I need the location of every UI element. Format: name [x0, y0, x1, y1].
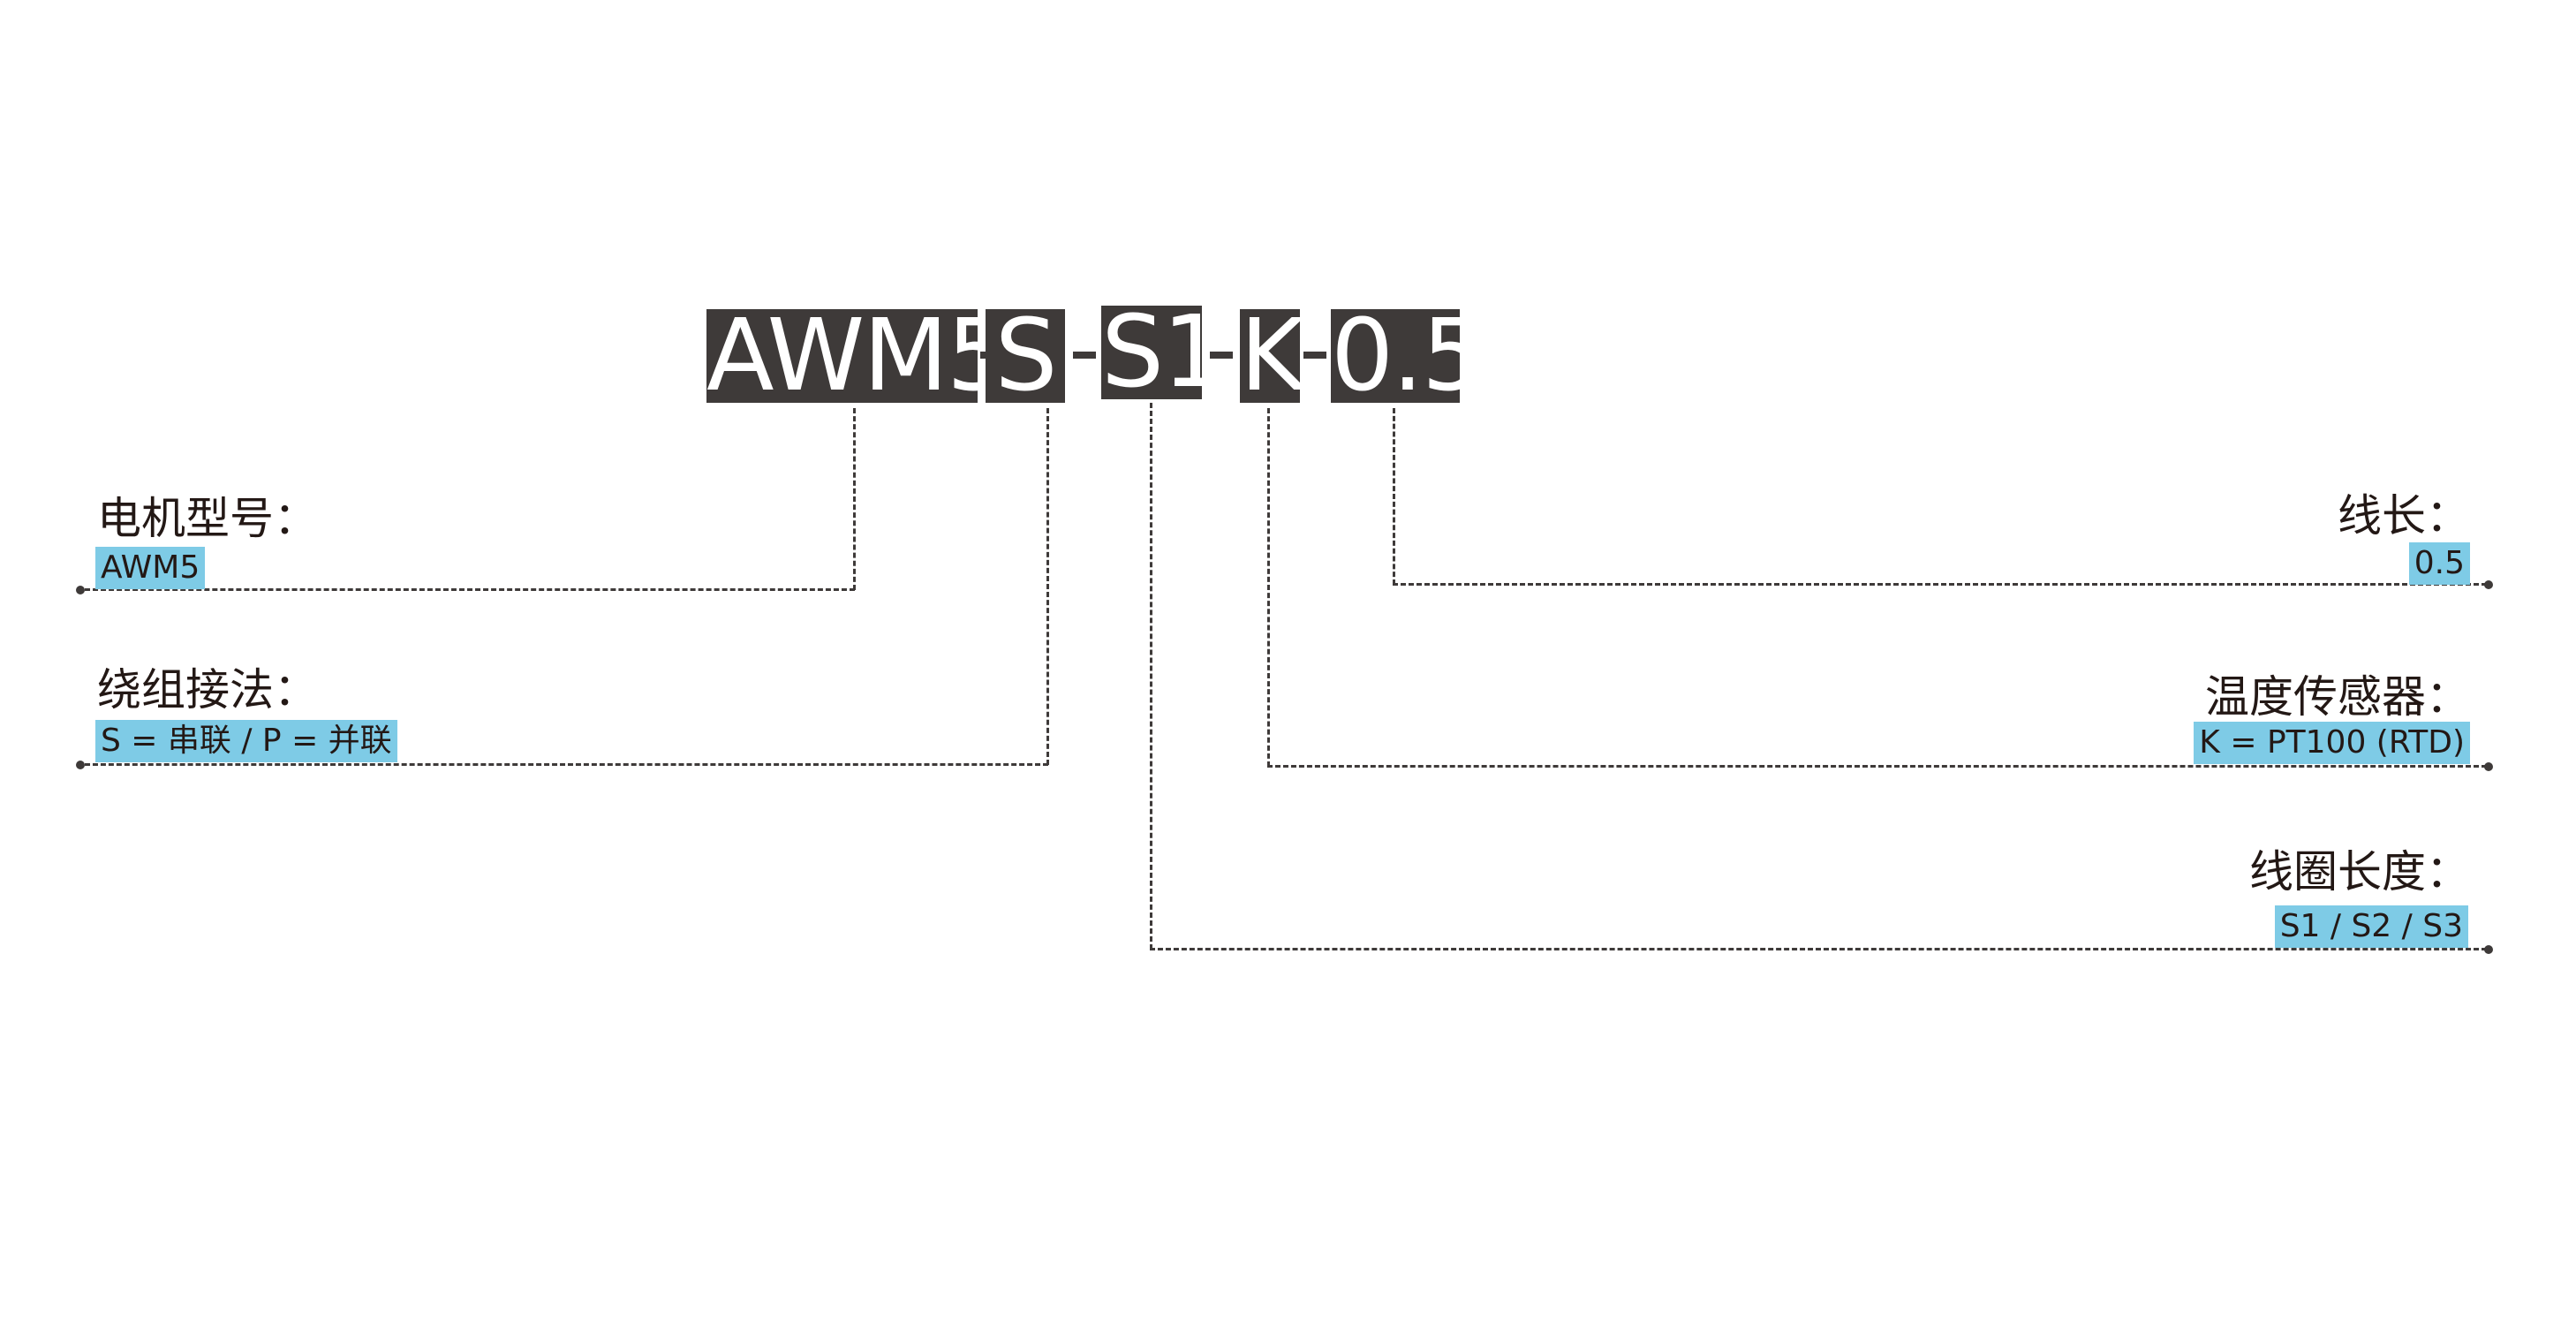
- leader-line-cable-h: [1393, 583, 2487, 586]
- value-coil-length: S1 / S2 / S3: [2274, 905, 2468, 948]
- endpoint-dot: [76, 586, 85, 594]
- leader-line-winding: [1046, 408, 1049, 765]
- endpoint-dot: [76, 761, 85, 769]
- endpoint-dot: [2484, 762, 2493, 771]
- code-segment-cable: 0.5: [1331, 299, 1484, 413]
- leader-line-winding-h: [85, 763, 1048, 766]
- value-winding: S = 串联 / P = 并联: [95, 720, 397, 762]
- label-motor-model: 电机型号：: [97, 493, 318, 544]
- label-temp-sensor: 温度传感器：: [2205, 671, 2470, 723]
- leader-line-sensor-h: [1267, 765, 2487, 768]
- code-segment-coil: S1: [1101, 295, 1225, 410]
- code-separator: [1303, 352, 1326, 359]
- endpoint-dot: [2484, 945, 2493, 954]
- leader-line-cable: [1393, 408, 1395, 585]
- leader-line-sensor: [1267, 408, 1270, 767]
- label-winding: 绕组接法：: [97, 664, 318, 716]
- leader-line-model: [853, 408, 856, 590]
- leader-line-coil: [1150, 403, 1152, 950]
- value-cable-length: 0.5: [2408, 542, 2470, 585]
- value-motor-model: AWM5: [95, 547, 206, 589]
- label-coil-length: 线圈长度：: [2249, 846, 2470, 897]
- code-segment-winding: S: [986, 307, 1065, 405]
- leader-line-coil-h: [1150, 948, 2487, 950]
- endpoint-dot: [2484, 580, 2493, 589]
- code-separator: [1210, 352, 1233, 359]
- code-segment-sensor: K: [1240, 299, 1304, 413]
- leader-line-model-h: [85, 588, 855, 591]
- code-separator: [1073, 352, 1096, 359]
- label-cable-length: 线长：: [2338, 490, 2470, 541]
- code-segment-model: AWM5: [706, 299, 1009, 413]
- value-temp-sensor: K = PT100 (RTD): [2194, 722, 2470, 764]
